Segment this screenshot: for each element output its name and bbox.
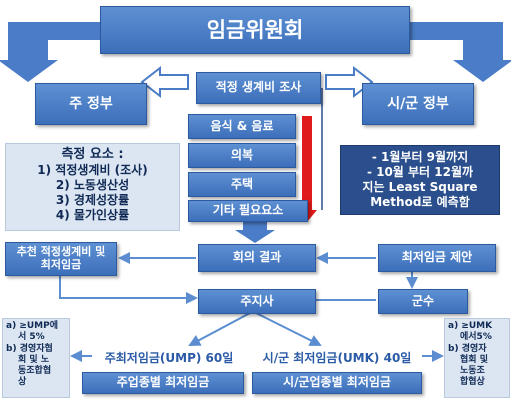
- arrow-governor-to-umk: [255, 312, 322, 346]
- min-wage-proposal-box: 최저임금 제안: [378, 244, 496, 272]
- note-line: 동조합협: [18, 366, 52, 376]
- umk-sector-box: 시/군업종별 최저임금: [252, 372, 422, 394]
- measurement-factors-box: 측정 요소 : 1) 적정생계비 (조사) 2) 노동생산성 3) 경제성장률 …: [5, 143, 180, 231]
- note-line: 지는 Least Square: [362, 180, 478, 194]
- note-line: - 10월 부터 12월까: [366, 165, 474, 179]
- umk-note-box: a) ≥UMK 에서5% b) 경영자 협회 및 노동조 합협상: [444, 318, 510, 398]
- state-government-box: 주 정부: [35, 83, 147, 125]
- factors-heading: 측정 요소 :: [61, 147, 124, 162]
- note-line: Method로 예측함: [370, 195, 470, 209]
- wage-committee-title: 임금위원회: [100, 6, 410, 54]
- note-line: 합협상: [460, 377, 485, 388]
- factor-item: 2) 노동생산성: [55, 178, 130, 193]
- arrow-title-to-state: [0, 22, 100, 82]
- ump-note-box: a) ≥UMP에 서 5% b) 경영자협 회 및 노 동조합협 상: [2, 318, 70, 398]
- note-line: a) ≥UMK: [448, 321, 493, 331]
- note-line: 협회 및: [460, 354, 488, 365]
- prediction-note-box: - 1월부터 9월까지 - 10월 부터 12월까 지는 Least Squar…: [340, 145, 500, 215]
- survey-item-food: 음식 & 음료: [188, 114, 296, 139]
- note-line: a) ≥UMP에: [6, 321, 59, 331]
- recommended-wage-box: 추천 적정생계비 및 최저임금: [5, 242, 117, 276]
- note-line: 노동조: [460, 366, 485, 376]
- county-government-box: 시/군 정부: [362, 83, 474, 125]
- arrow-title-to-county: [410, 22, 511, 82]
- note-line: b) 경영자협: [6, 343, 53, 354]
- umk-box: 시/군 최저임금(UMK) 40일: [252, 348, 422, 370]
- ump-sector-box: 주업종별 최저임금: [82, 372, 244, 394]
- arrow-recommend-to-governor: [59, 275, 198, 304]
- governor-box: 주지사: [198, 289, 316, 314]
- ump-box: 주최저임금(UMP) 60일: [94, 348, 244, 370]
- note-line: 회 및 노: [18, 354, 50, 365]
- survey-item-other: 기타 필요요소: [188, 200, 308, 222]
- survey-item-clothing: 의복: [188, 143, 296, 168]
- note-line: b) 경영자: [448, 343, 487, 354]
- living-cost-survey-box: 적정 생계비 조사: [196, 72, 321, 104]
- note-line: - 1월부터 9월까지: [371, 150, 469, 164]
- factor-item: 4) 물가인상률: [55, 208, 130, 223]
- note-line: 서 5%: [18, 332, 45, 343]
- red-arrow-shaft: [302, 116, 312, 212]
- meeting-result-box: 회의 결과: [198, 244, 316, 272]
- arrow-governor-to-ump: [188, 312, 251, 346]
- arrow-items-to-result: [235, 222, 275, 243]
- factor-item: 1) 적정생계비 (조사): [37, 163, 148, 178]
- factor-item: 3) 경제성장률: [55, 193, 130, 208]
- county-head-box: 군수: [378, 289, 468, 314]
- survey-item-housing: 주택: [188, 172, 296, 197]
- note-line: 에서5%: [460, 332, 492, 343]
- note-line: 상: [18, 377, 27, 388]
- arrow-survey-to-state: [140, 65, 189, 99]
